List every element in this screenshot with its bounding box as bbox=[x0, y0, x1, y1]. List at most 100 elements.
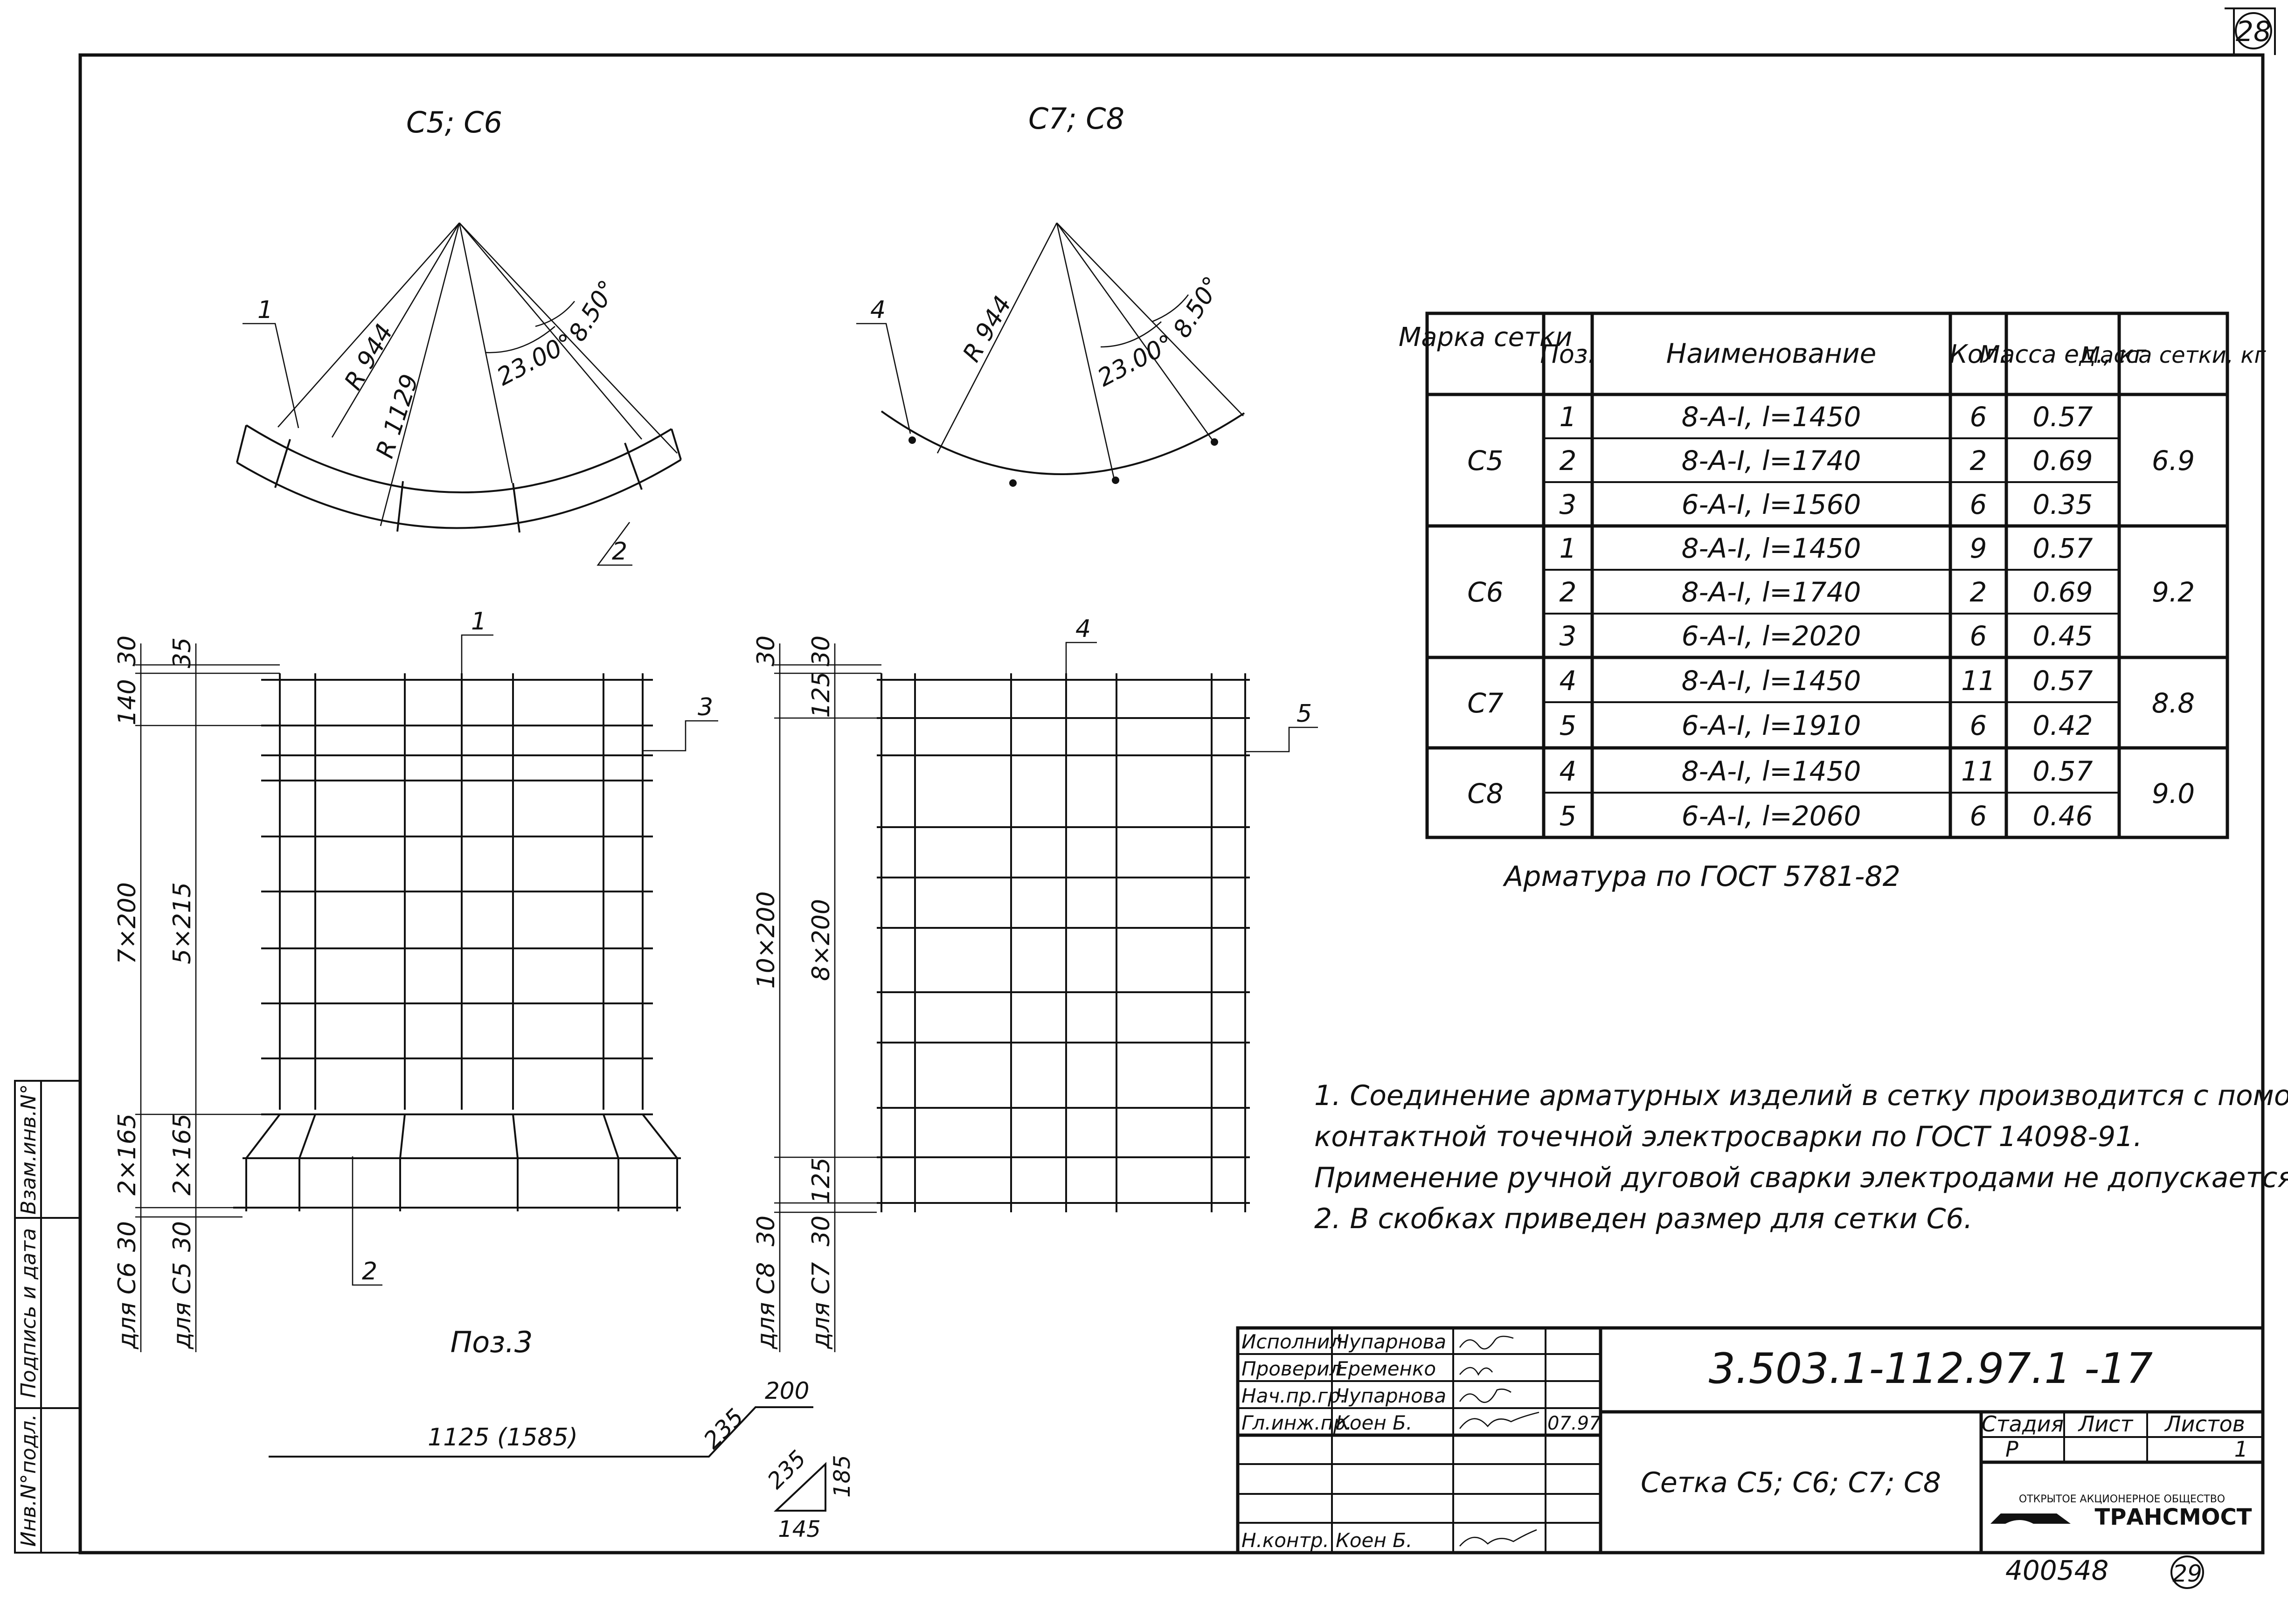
c6-r3-pos: 3 bbox=[1560, 620, 1577, 652]
notes: 1. Соединение арматурных изделий в сетку… bbox=[1314, 1079, 2288, 1235]
total-c6: 9.2 bbox=[2152, 576, 2195, 608]
grid-right-leader-5: 5 bbox=[1297, 700, 1312, 728]
th-mesh-mass: Масса сетки, кг bbox=[2080, 342, 2266, 368]
pos3-dim-235: 235 bbox=[698, 1403, 749, 1454]
sketch-c5-c6: С5; С6 R 944 R 1129 23.00° 8.50° 1 2 bbox=[236, 105, 682, 566]
c5-r1-mass: 0.57 bbox=[2032, 401, 2093, 433]
sketch-c7-c8: С7; С8 R 944 23.00° 8.50° 4 bbox=[856, 102, 1245, 487]
bridge-icon bbox=[1990, 1513, 2071, 1524]
grid-c5-c6: 30 35 140 7×200 5×215 2×165 2×165 30 30 … bbox=[113, 608, 718, 1352]
tb-name-4: Коен Б. bbox=[1336, 1411, 1412, 1434]
tb-role-3: Нач.пр.гр. bbox=[1241, 1384, 1346, 1407]
label-for-c6: для С6 bbox=[113, 1262, 141, 1349]
c8-r2-pos: 5 bbox=[1560, 800, 1577, 832]
c7-r2-name: 6-А-I, l=1910 bbox=[1682, 710, 1861, 741]
grid-left-leader-1: 1 bbox=[471, 608, 486, 636]
mark-c5: С5 bbox=[1467, 445, 1503, 477]
dim-125-bottom: 125 bbox=[807, 1157, 835, 1203]
dim-8x200: 8×200 bbox=[807, 899, 835, 981]
c8-r1-qty: 11 bbox=[1961, 755, 1996, 787]
spec-table: Марка сетки Поз. Наименование Кол. Масса… bbox=[1399, 311, 2266, 893]
dim-30-bottom-left: 30 bbox=[113, 1221, 141, 1252]
tb-sheets-label: Листов bbox=[2164, 1411, 2245, 1437]
c7-r2-pos: 5 bbox=[1560, 710, 1577, 741]
th-mark: Марка сетки bbox=[1399, 322, 1572, 352]
signatures bbox=[1459, 1335, 1539, 1547]
dim-7x200: 7×200 bbox=[113, 882, 141, 964]
bottom-marks: 400548 29 bbox=[2005, 1555, 2204, 1589]
c5-r3-qty: 6 bbox=[1970, 489, 1987, 520]
total-c5: 6.9 bbox=[2152, 445, 2195, 477]
c6-r3-qty: 6 bbox=[1970, 620, 1987, 652]
c6-r1-pos: 1 bbox=[1560, 532, 1577, 564]
tb-role-1: Исполнил bbox=[1241, 1330, 1342, 1353]
label-for-c7: для С7 bbox=[807, 1262, 835, 1349]
stamp-signature-date: Подпись и дата bbox=[17, 1228, 41, 1398]
pos3-length: 1125 (1585) bbox=[428, 1424, 578, 1451]
sketch-c7-c8-title: С7; С8 bbox=[1028, 102, 1124, 136]
c8-r1-mass: 0.57 bbox=[2032, 755, 2093, 787]
grid-right-leader-4: 4 bbox=[1075, 615, 1091, 643]
company-logo: ОТКРЫТОЕ АКЦИОНЕРНОЕ ОБЩЕСТВО ТРАНСМОСТ bbox=[1990, 1493, 2252, 1530]
c8-r2-qty: 6 bbox=[1970, 800, 1987, 832]
c5-angle-23: 23.00° bbox=[492, 328, 578, 391]
c5-r2-pos: 2 bbox=[1560, 445, 1577, 477]
tb-stage: Р bbox=[2005, 1437, 2018, 1462]
tb-name-1: Чупарнова bbox=[1336, 1330, 1446, 1353]
c8-r1-name: 8-А-I, l=1450 bbox=[1682, 755, 1861, 787]
c6-r2-qty: 2 bbox=[1970, 576, 1987, 608]
c7-radius-944: R 944 bbox=[957, 291, 1017, 367]
c5-r1-name: 8-А-I, l=1450 bbox=[1682, 401, 1861, 433]
company-name: ТРАНСМОСТ bbox=[2094, 1504, 2252, 1530]
dim-140: 140 bbox=[113, 679, 141, 725]
c7-r2-mass: 0.42 bbox=[2032, 710, 2093, 741]
pos3-detail: Поз.3 1125 (1585) 235 200 235 185 145 bbox=[269, 1325, 855, 1542]
side-stamp: Инв.N°подл. Подпись и дата Взам.инв.N° bbox=[14, 1080, 81, 1554]
c6-r1-name: 8-А-I, l=1450 bbox=[1682, 532, 1861, 564]
grid-c7-c8: 30 30 125 10×200 8×200 125 30 30 для С8 … bbox=[752, 615, 1318, 1352]
c5-r1-qty: 6 bbox=[1970, 401, 1987, 433]
c6-r2-pos: 2 bbox=[1560, 576, 1577, 608]
c6-r2-mass: 0.69 bbox=[2032, 576, 2093, 608]
mark-c6: С6 bbox=[1467, 576, 1503, 608]
total-c8: 9.0 bbox=[2152, 778, 2195, 809]
th-name: Наименование bbox=[1666, 338, 1877, 369]
tb-code: 3.503.1-112.97.1 -17 bbox=[1709, 1344, 2153, 1393]
c6-r2-name: 8-А-I, l=1740 bbox=[1682, 576, 1861, 608]
c7-r1-mass: 0.57 bbox=[2032, 665, 2093, 697]
c6-r3-mass: 0.45 bbox=[2032, 620, 2093, 652]
c5-r3-mass: 0.35 bbox=[2032, 489, 2093, 520]
tb-name-2: Еременко bbox=[1336, 1357, 1436, 1380]
title-block: Исполнил Проверил Нач.пр.гр. Гл.инж.пр. … bbox=[1236, 1326, 2265, 1555]
note-line-3: Применение ручной дуговой сварки электро… bbox=[1314, 1161, 2288, 1194]
c7-r1-name: 8-А-I, l=1450 bbox=[1682, 665, 1861, 697]
tb-sheets: 1 bbox=[2234, 1437, 2248, 1462]
sheet-corner-number: 28 bbox=[2236, 15, 2271, 48]
c5-r2-mass: 0.69 bbox=[2032, 445, 2093, 477]
c7-r2-qty: 6 bbox=[1970, 710, 1987, 741]
tb-name-3: Чупарнова bbox=[1336, 1384, 1446, 1407]
grid-left-leader-2: 2 bbox=[362, 1258, 377, 1285]
pos3-tri-235: 235 bbox=[763, 1445, 811, 1494]
company-small: ОТКРЫТОЕ АКЦИОНЕРНОЕ ОБЩЕСТВО bbox=[2019, 1493, 2225, 1505]
total-c7: 8.8 bbox=[2152, 687, 2195, 719]
tb-doc-title: Сетка С5; С6; С7; С8 bbox=[1641, 1466, 1941, 1499]
pos3-title: Поз.3 bbox=[451, 1325, 533, 1359]
dim-5x215: 5×215 bbox=[168, 882, 196, 964]
dim-30-top-right: 30 bbox=[807, 636, 835, 666]
dim-35: 35 bbox=[168, 637, 196, 668]
stamp-replacement-inv: Взам.инв.N° bbox=[17, 1084, 41, 1215]
c5-r2-qty: 2 bbox=[1970, 445, 1987, 477]
tb-date: 07.97 bbox=[1547, 1413, 1601, 1434]
dim-30-bottom-right: 30 bbox=[168, 1221, 196, 1252]
note-line-1: 1. Соединение арматурных изделий в сетку… bbox=[1314, 1079, 2288, 1112]
c8-r1-pos: 4 bbox=[1560, 755, 1577, 787]
c7-leader-4: 4 bbox=[870, 296, 886, 324]
label-for-c8: для С8 bbox=[752, 1262, 780, 1349]
stamp-inv-number: Инв.N°подл. bbox=[17, 1414, 41, 1547]
dim-30-top: 30 bbox=[113, 636, 141, 666]
th-pos: Поз. bbox=[1540, 339, 1596, 369]
c7-r1-qty: 11 bbox=[1961, 665, 1996, 697]
c5-leader-2: 2 bbox=[612, 538, 627, 566]
